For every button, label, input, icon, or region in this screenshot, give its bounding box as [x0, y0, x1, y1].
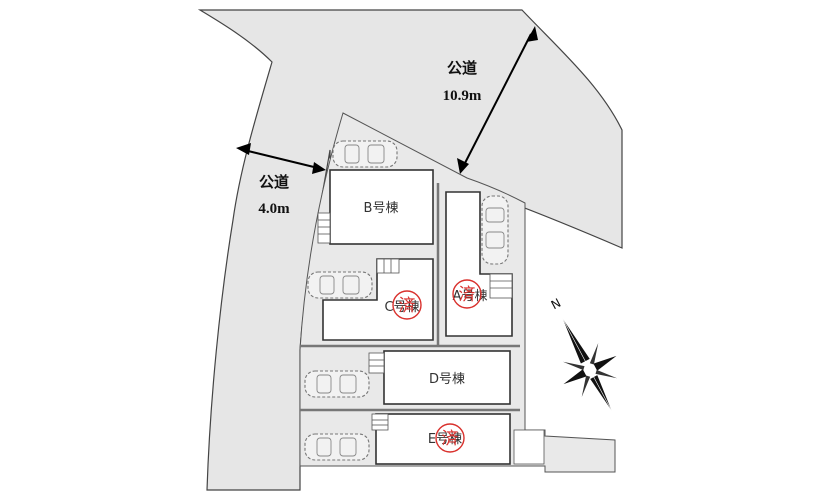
building-c[interactable]: C号棟 済: [322, 258, 434, 341]
building-d-label: D号棟: [429, 372, 465, 387]
building-b-label: B号棟: [364, 201, 399, 216]
sold-stamp-c-text: 済: [399, 296, 416, 316]
west-road-name: 公道: [259, 173, 289, 191]
parking-space: [332, 140, 398, 168]
north-road-width: 10.9m: [443, 88, 482, 104]
sold-stamp-a-text: 済: [459, 285, 476, 305]
sold-stamp-c: [392, 290, 422, 320]
parking-space: [304, 433, 370, 461]
building-b[interactable]: B号棟: [329, 169, 434, 245]
stairs: [368, 352, 385, 374]
north-arrow-icon: [562, 318, 618, 411]
stairs: [317, 212, 331, 244]
annex-structure: [513, 429, 545, 465]
stairs: [371, 413, 389, 431]
west-road-dimension-arrow: [236, 143, 326, 174]
parking-space: [307, 271, 373, 299]
north-label: N: [549, 296, 564, 313]
building-d-outline: [383, 350, 511, 405]
building-c-outline: [322, 258, 434, 341]
stairs: [489, 273, 513, 299]
building-e-outline: [375, 413, 511, 465]
north-road-name: 公道: [447, 59, 477, 77]
stairs: [376, 258, 400, 274]
west-road-width: 4.0m: [258, 201, 290, 217]
building-e[interactable]: E号棟 済: [375, 413, 511, 465]
building-d[interactable]: D号棟: [383, 350, 511, 405]
building-b-outline: [329, 169, 434, 245]
building-a-label: A号棟: [453, 289, 488, 304]
parking-space: [481, 195, 509, 265]
north-road-dimension-arrow: [457, 26, 538, 174]
building-a[interactable]: A号棟 済: [445, 191, 513, 337]
sold-stamp-e: [435, 423, 465, 453]
sold-stamp-e-text: 済: [442, 429, 459, 449]
sold-stamp-a: [452, 279, 482, 309]
parking-space: [304, 370, 370, 398]
